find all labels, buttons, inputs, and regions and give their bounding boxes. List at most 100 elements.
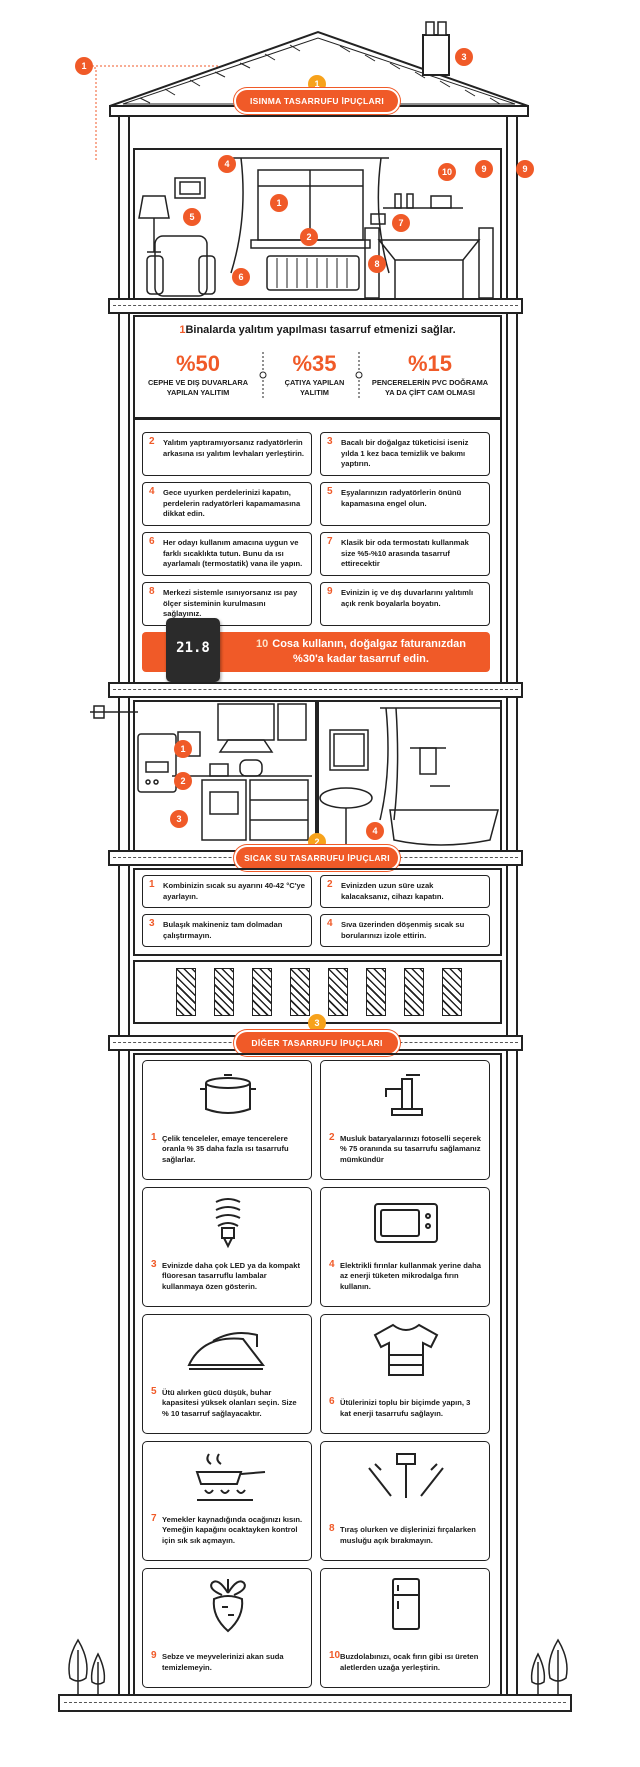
kitchen-bath-illustration [90,703,500,850]
tip-number: 6 [149,536,155,547]
faucet-icon [385,1074,423,1116]
section-number-hotwater: 2 [308,833,326,851]
tip-text: Ütülerinizi toplu bir biçimde yapın, 3 k… [340,1398,471,1418]
stat-window-label-2: YA DA ÇİFT CAM OLMASI [385,388,475,397]
tip-text: Musluk bataryalarınızı fotoselli seçerek… [340,1133,481,1164]
stat-dividers [259,352,363,398]
banner-other-tips: DİĞER TASARRUFU İPUÇLARI [236,1032,398,1054]
tip-text: Ütü alırken gücü düşük, buhar kapasitesi… [162,1387,297,1418]
structure-stripe [328,968,348,1016]
stat-roof-label-2: YALITIM [300,388,329,397]
other-tip-4: 4 Elektrikli fırınlar kullanmak yerine da… [320,1187,490,1307]
roof-marker-3: 3 [455,48,473,66]
tip-number: 4 [149,486,155,497]
tip-number: 7 [151,1512,157,1524]
cosa-thermostat-device: 21.8 [166,618,220,682]
room-marker-2: 2 [300,228,318,246]
room-marker-9-outside: 9 [516,160,534,178]
heating-tip-5: 5 Eşyalarınızın radyatörlerin önünü kapam… [320,482,490,526]
heating-tip-6: 6 Her odayı kullanım amacına uygun ve far… [142,532,312,576]
structure-stripe [214,968,234,1016]
fridge-icon [392,1578,420,1630]
stat-roof-value: %35 [292,351,337,376]
room-marker-9: 9 [475,160,493,178]
roof-marker-1: 1 [75,57,93,75]
other-tip-5: 5 Ütü alırken gücü düşük, buhar kapasites… [142,1314,312,1434]
tip-text: Çelik tenceleler, emaye tencerelere oran… [162,1133,289,1164]
banner-hotwater-tips: SICAK SU TASARRUFU İPUÇLARI [236,847,398,869]
lightbulb-icon [215,1198,241,1249]
tip-number: 2 [327,879,333,890]
tip-number: 3 [151,1258,157,1270]
pot-icon [200,1074,256,1114]
room-marker-7: 7 [392,214,410,232]
tip-text: Eşyalarınızın radyatörlerin önünü kapama… [341,488,462,508]
tip-text: Yemekler kaynadığında ocağınızı kısın. Y… [162,1514,303,1545]
ground-base [58,1694,572,1712]
stove-icon [195,1453,266,1501]
kitchen-marker-3: 3 [170,810,188,828]
heating-tip-4: 4 Gece uyurken perdelerinizi kapatın, per… [142,482,312,526]
tip-number: 4 [329,1258,335,1270]
heating-tip-8: 8 Merkezi sistemle ısınıyorsanız ısı pay … [142,582,312,626]
structure-stripe [252,968,272,1016]
room-marker-8: 8 [368,255,386,273]
tip-text: Yalıtım yaptıramıyorsanız radyatörlerin … [163,438,304,458]
stat-facade-label-2: YAPILAN YALITIM [166,388,230,397]
structure-stripe [290,968,310,1016]
tip-text: Merkezi sistemle ısınıyorsanız ısı pay ö… [163,588,298,618]
banner-heating-tips: ISINMA TASARRUFU İPUÇLARI [236,90,398,112]
iron-icon [187,1332,266,1370]
tip-number: 2 [329,1131,335,1143]
structure-stripe [366,968,386,1016]
shirt-icon [373,1323,439,1376]
cosa-display: 21.8 [176,640,210,656]
kitchen-marker-2: 2 [174,772,192,790]
tip-text: Klasik bir oda termostatı kullanmak size… [341,538,469,568]
cosa-number: 10 [256,638,269,650]
tip-number: 8 [149,586,155,597]
tip-text: Sebze ve meyvelerinizi akan suda temizle… [162,1652,284,1672]
tip-number: 3 [327,436,333,447]
tip-text: Gece uyurken perdelerinizi kapatın, perd… [163,488,301,518]
room-marker-1: 1 [270,194,288,212]
tip-text-block: 7 Yemekler kaynadığında ocağınızı kısın. … [151,1512,303,1547]
insulation-headline: 1Binalarda yalıtım yapılması tasarruf et… [133,324,502,336]
stat-window-label-1: PENCERELERİN PVC DOĞRAMA [371,378,489,387]
tip-text-block: 5 Ütü alırken gücü düşük, buhar kapasites… [151,1385,303,1420]
room-marker-10: 10 [438,163,456,181]
cosa-text-1: Cosa kullanın, doğalgaz faturanızdan [272,638,466,650]
razor-toothbrush-icon [368,1453,444,1498]
room-marker-6: 6 [232,268,250,286]
stat-facade-label-1: CEPHE VE DIŞ DUVARLARA [147,378,249,387]
tip-text: Bulaşık makineniz tam dolmadan çalıştırm… [163,920,283,940]
tip-number: 5 [151,1385,157,1397]
structure-stripe [176,968,196,1016]
stat-window-pvc: %15 PENCERELERİN PVC DOĞRAMA YA DA ÇİFT … [366,352,494,398]
tip-text: Her odayı kullanım amacına uygun ve fark… [163,538,303,568]
section-number-heating: 1 [308,75,326,93]
tip-text: Evinizin iç ve dış duvarlarını yalıtımlı… [341,588,474,608]
tip-text-block: 4 Elektrikli fırınlar kullanmak yerine da… [329,1258,481,1293]
tip-number: 1 [149,879,155,890]
tip-number: 5 [327,486,333,497]
kitchen-marker-1: 1 [174,740,192,758]
tip-text: Elektrikli fırınlar kullanmak yerine dah… [340,1260,481,1291]
trees-right [530,1638,568,1694]
other-tip-7: 7 Yemekler kaynadığında ocağınızı kısın. … [142,1441,312,1561]
section-number-other: 3 [308,1014,326,1032]
